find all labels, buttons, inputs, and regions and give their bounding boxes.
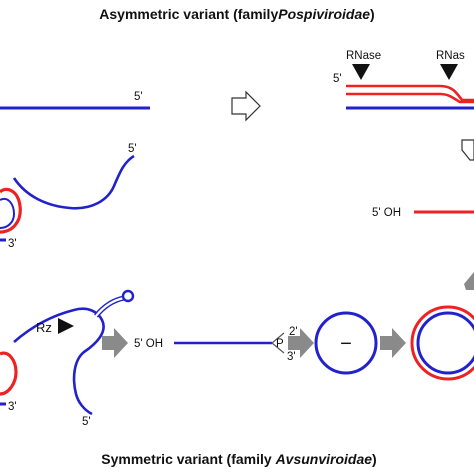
minus-sign: − <box>340 333 352 355</box>
rnase-cleavage-marker-2-icon <box>440 64 458 80</box>
ribozyme-loop-strand <box>13 307 105 416</box>
label-5oh-bottom: 5' OH <box>134 338 163 350</box>
label-p: P <box>276 338 284 350</box>
label-2prime: 2' <box>289 326 298 338</box>
label-rnase-1: RNase <box>346 50 381 62</box>
label-3prime-bottom-left: 3' <box>8 401 17 413</box>
gray-arrow-right-3-icon <box>380 328 406 358</box>
label-5prime-bottom-left: 5' <box>82 416 91 428</box>
title-asymmetric: Asymmetric variant (familyPospiviroidae) <box>99 6 374 22</box>
gray-arrow-up-icon <box>464 272 474 290</box>
label-3prime-end: 3' <box>287 351 296 363</box>
outline-arrow-down-icon <box>461 139 474 161</box>
multimeric-minus-strand <box>346 84 474 102</box>
ribozyme-hairpin-cap <box>121 289 135 303</box>
label-5prime-top-left: 5' <box>134 91 143 103</box>
label-5oh-right: 5' OH <box>372 207 401 219</box>
gray-arrow-right-2-icon <box>288 328 314 358</box>
circular-minus-strand <box>0 187 22 234</box>
title-symmetric: Symmetric variant (family Avsunviroidae) <box>101 451 376 467</box>
ribozyme-stem <box>94 295 125 318</box>
double-circle-inner-blue <box>416 311 474 375</box>
outline-arrow-right-icon <box>231 90 261 122</box>
circular-plus-strand <box>314 311 378 375</box>
circular-inner-blue <box>0 198 16 229</box>
rz-cleavage-marker-icon <box>58 318 74 334</box>
label-rz: Rz <box>36 320 52 335</box>
rolling-circle-tail <box>12 154 135 210</box>
cyclic-phosphate-prongs <box>271 332 285 354</box>
label-5prime-middle-left: 5' <box>128 143 137 155</box>
ribozyme-stem-inner <box>95 296 125 317</box>
label-5prime-top-right: 5' <box>333 73 342 85</box>
bottom-circle-red <box>0 351 18 396</box>
multimeric-minus-strand-inner <box>346 92 474 104</box>
double-circle-outer-red <box>410 305 474 381</box>
label-3prime-middle-left: 3' <box>8 238 17 250</box>
rnase-cleavage-marker-1-icon <box>352 64 370 80</box>
label-rnase-2: RNas <box>436 50 465 62</box>
gray-arrow-right-1-icon <box>102 328 128 358</box>
